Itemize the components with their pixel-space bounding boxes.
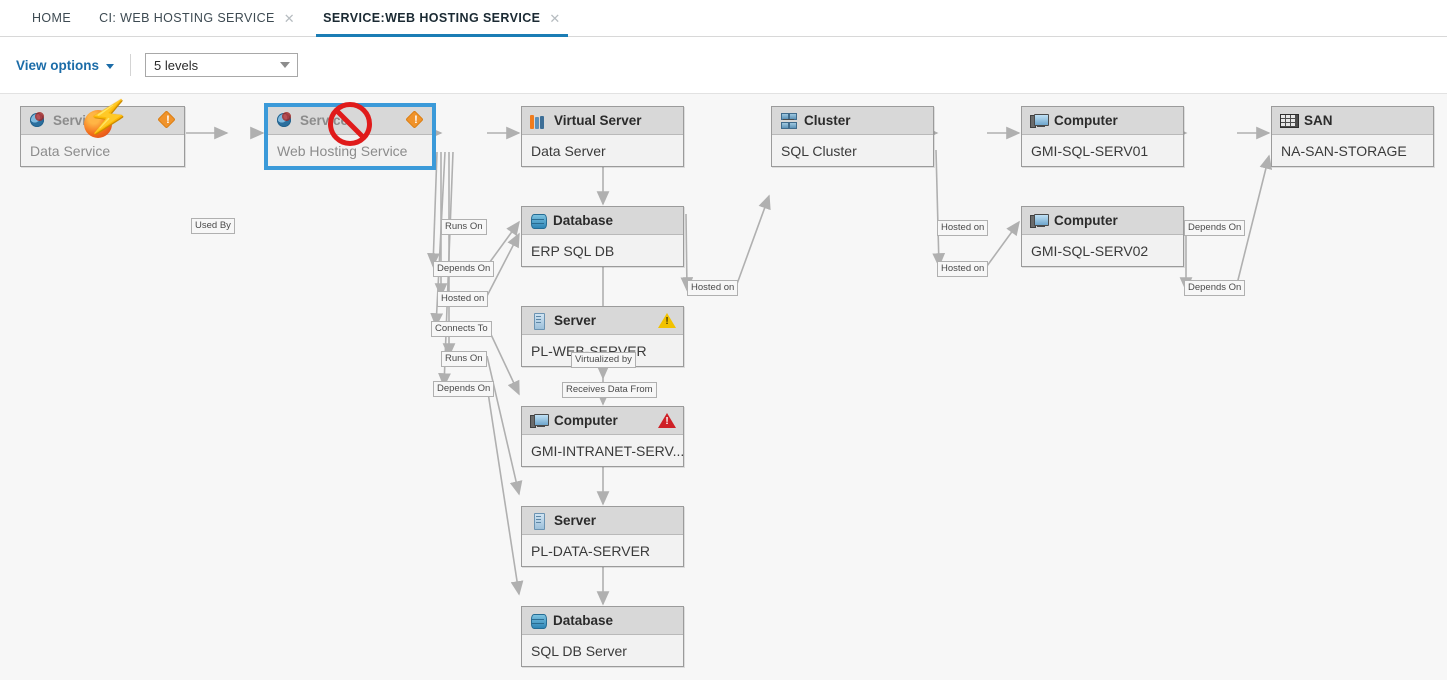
edge-label: Runs On	[441, 219, 487, 235]
map-node-header: Computer!	[522, 407, 683, 435]
no-drop-cursor-icon	[328, 102, 372, 146]
cluster-icon	[780, 112, 797, 129]
service-icon	[276, 112, 293, 129]
map-node-type-label: Computer	[1054, 113, 1118, 128]
map-node-header: Cluster	[772, 107, 933, 135]
edge-label: Hosted on	[437, 291, 488, 307]
graph-toolbar: View options 5 levels	[0, 37, 1447, 94]
server-icon	[530, 312, 547, 329]
tab-bar: HOMECI: WEB HOSTING SERVICE✕SERVICE:WEB …	[0, 0, 1447, 37]
chevron-down-icon	[280, 62, 290, 68]
database-icon	[530, 212, 546, 229]
map-node-virtual-server[interactable]: Virtual ServerData Server	[521, 106, 684, 167]
map-node-name: SQL Cluster	[772, 135, 933, 166]
map-node-type-label: SAN	[1304, 113, 1333, 128]
map-node-type-label: Database	[553, 613, 613, 628]
map-node-type-label: Server	[554, 313, 596, 328]
edge-label: Connects To	[431, 321, 492, 337]
edge-label: Hosted on	[937, 261, 988, 277]
map-node-header: Computer	[1022, 107, 1183, 135]
status-badge-major-icon: !	[407, 112, 425, 130]
edge-label: Depends On	[433, 381, 494, 397]
map-node-name: Data Server	[522, 135, 683, 166]
map-node-name: GMI-SQL-SERV01	[1022, 135, 1183, 166]
edge-label: Used By	[191, 218, 235, 234]
map-node-gmi-sql-serv01[interactable]: ComputerGMI-SQL-SERV01	[1021, 106, 1184, 167]
map-node-header: Computer	[1022, 207, 1183, 235]
map-node-gmi-sql-serv02[interactable]: ComputerGMI-SQL-SERV02	[1021, 206, 1184, 267]
computer-icon	[530, 412, 547, 429]
map-node-header: Server	[522, 507, 683, 535]
tab-0[interactable]: HOME	[18, 0, 85, 36]
drag-lightning-bolt-glyph: ⚡	[85, 97, 132, 137]
map-node-header: SAN	[1272, 107, 1433, 135]
edge-label: Depends On	[1184, 220, 1245, 236]
edge-label: Runs On	[441, 351, 487, 367]
map-node-name: PL-DATA-SERVER	[522, 535, 683, 566]
service-icon	[29, 112, 46, 129]
edge-label: Hosted on	[687, 280, 738, 296]
dependency-map-canvas[interactable]: Service!Data ServiceService!Web Hosting …	[0, 94, 1447, 680]
map-node-na-san-storage[interactable]: SAN NA-SAN-STORAGE	[1271, 106, 1434, 167]
tab-list: HOMECI: WEB HOSTING SERVICE✕SERVICE:WEB …	[0, 0, 1447, 36]
status-badge-critical-icon: !	[658, 412, 676, 430]
map-node-sql-cluster[interactable]: ClusterSQL Cluster	[771, 106, 934, 167]
edge-connectors	[0, 94, 1447, 680]
edge-label: Virtualized by	[571, 352, 636, 368]
edge-label: Depends On	[1184, 280, 1245, 296]
map-node-type-label: Virtual Server	[554, 113, 642, 128]
edge-label: Depends On	[433, 261, 494, 277]
close-icon[interactable]: ✕	[549, 12, 560, 25]
tab-1[interactable]: CI: WEB HOSTING SERVICE ✕	[85, 0, 309, 36]
map-node-gmi-intranet[interactable]: Computer!GMI-INTRANET-SERV...	[521, 406, 684, 467]
levels-select-value: 5 levels	[154, 58, 198, 73]
map-node-type-label: Computer	[554, 413, 618, 428]
database-icon	[530, 612, 546, 629]
server-icon	[530, 512, 547, 529]
map-node-name: GMI-INTRANET-SERV...	[522, 435, 683, 466]
map-node-type-label: Cluster	[804, 113, 851, 128]
computer-icon	[1030, 212, 1047, 229]
toolbar-divider	[130, 54, 131, 76]
chevron-down-icon	[106, 64, 114, 69]
tab-label: SERVICE:WEB HOSTING SERVICE	[323, 11, 540, 25]
tab-label: CI: WEB HOSTING SERVICE	[99, 11, 275, 25]
map-node-header: Server!	[522, 307, 683, 335]
map-node-name: NA-SAN-STORAGE	[1272, 135, 1433, 166]
computer-icon	[1030, 112, 1047, 129]
status-badge-major-icon: !	[159, 112, 177, 130]
edge-label: Hosted on	[937, 220, 988, 236]
tab-2[interactable]: SERVICE:WEB HOSTING SERVICE ✕	[309, 0, 575, 36]
tab-label: HOME	[32, 11, 71, 25]
map-node-name: GMI-SQL-SERV02	[1022, 235, 1183, 266]
map-node-name: SQL DB Server	[522, 635, 683, 666]
map-node-pl-data-server[interactable]: ServerPL-DATA-SERVER	[521, 506, 684, 567]
view-options-button[interactable]: View options	[16, 58, 114, 73]
map-node-type-label: Server	[554, 513, 596, 528]
levels-select[interactable]: 5 levels	[145, 53, 298, 77]
view-options-label: View options	[16, 58, 99, 73]
map-node-header: Database	[522, 207, 683, 235]
status-badge-warning-icon: !	[658, 312, 676, 330]
map-node-type-label: Database	[553, 213, 613, 228]
map-node-sql-db-server[interactable]: DatabaseSQL DB Server	[521, 606, 684, 667]
map-node-header: Database	[522, 607, 683, 635]
san-icon	[1280, 112, 1297, 129]
map-node-type-label: Computer	[1054, 213, 1118, 228]
map-node-erp-sql-db[interactable]: DatabaseERP SQL DB	[521, 206, 684, 267]
edge-label: Receives Data From	[562, 382, 657, 398]
virtual-server-icon	[530, 112, 547, 129]
map-node-name: ERP SQL DB	[522, 235, 683, 266]
map-node-header: Virtual Server	[522, 107, 683, 135]
close-icon[interactable]: ✕	[284, 12, 295, 25]
drag-lightning-icon: ⚡	[78, 100, 124, 142]
